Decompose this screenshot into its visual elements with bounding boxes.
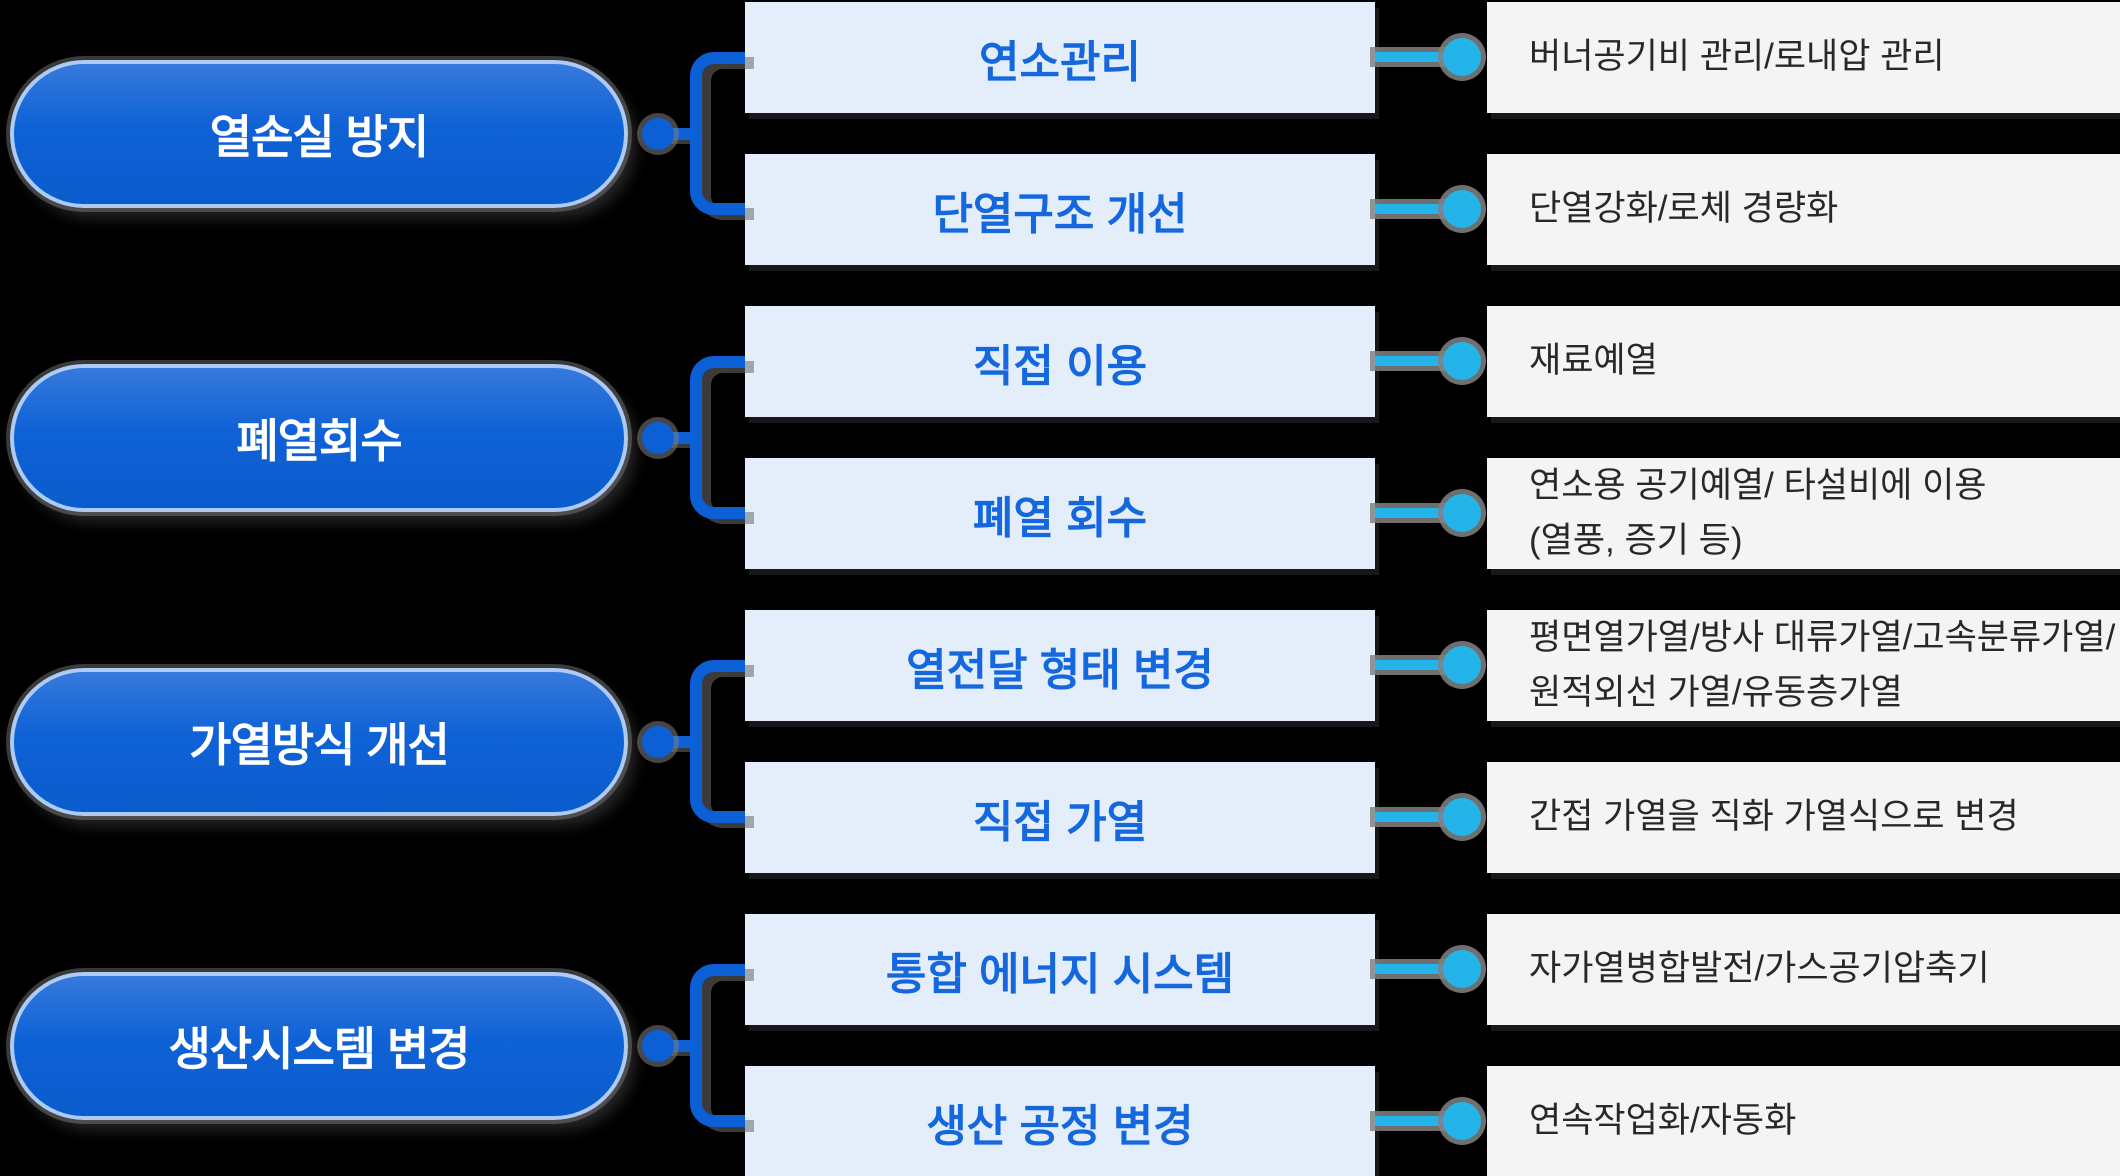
detail-label: 연속작업화/자동화 — [1487, 1094, 1796, 1148]
connector-dot — [642, 726, 674, 758]
detail-line: 연속작업화/자동화 — [1529, 1101, 1797, 1141]
method-label: 열전달 형태 변경 — [906, 645, 1214, 695]
cyan-connector-line — [1375, 204, 1461, 214]
connector-line — [670, 736, 696, 748]
cyan-connector-line — [1375, 812, 1461, 822]
detail-box: 간접 가열을 직화 가열식으로 변경 — [1487, 762, 2120, 873]
connector-line — [670, 128, 696, 140]
cyan-connector-line — [1375, 508, 1461, 518]
category-pill-heating-method-improvement: 가열방식 개선 — [10, 668, 628, 816]
connector-bracket — [690, 356, 745, 519]
detail-line: (열풍, 증기 등) — [1529, 520, 1743, 560]
method-label: 생산 공정 변경 — [926, 1101, 1194, 1151]
detail-label: 자가열병합발전/가스공기압축기 — [1487, 942, 1990, 996]
connector-bracket — [690, 964, 745, 1127]
detail-line: 재료예열 — [1529, 341, 1658, 381]
cyan-connector-endpoint — [1443, 190, 1481, 228]
connector-dot — [642, 1030, 674, 1062]
cyan-connector-endpoint — [1443, 646, 1481, 684]
cyan-connector-line — [1375, 52, 1461, 62]
method-box: 열전달 형태 변경 — [745, 610, 1375, 721]
detail-box: 단열강화/로체 경량화 — [1487, 154, 2120, 265]
detail-line: 단열강화/로체 경량화 — [1529, 189, 1839, 229]
method-box: 단열구조 개선 — [745, 154, 1375, 265]
detail-line: 간접 가열을 직화 가열식으로 변경 — [1529, 797, 2019, 837]
detail-label: 평면열가열/방사 대류가열/고속분류가열/ 원적외선 가열/유동층가열 — [1487, 611, 2115, 720]
detail-label: 연소용 공기예열/ 타설비에 이용 (열풍, 증기 등) — [1487, 459, 1987, 568]
cyan-connector-line — [1375, 1116, 1461, 1126]
method-label: 직접 가열 — [972, 797, 1148, 847]
cyan-connector — [1375, 948, 1483, 990]
detail-line: 버너공기비 관리/로내압 관리 — [1529, 37, 1945, 77]
cyan-connector-endpoint — [1443, 494, 1481, 532]
category-label: 생산시스템 변경 — [168, 1023, 470, 1075]
method-box: 생산 공정 변경 — [745, 1066, 1375, 1176]
method-box: 직접 가열 — [745, 762, 1375, 873]
detail-box: 버너공기비 관리/로내압 관리 — [1487, 2, 2120, 113]
cyan-connector-endpoint — [1443, 38, 1481, 76]
method-box: 통합 에너지 시스템 — [745, 914, 1375, 1025]
cyan-connector-line — [1375, 964, 1461, 974]
connector-bracket — [690, 52, 745, 215]
connector-bracket — [690, 660, 745, 823]
cyan-connector-endpoint — [1443, 950, 1481, 988]
method-box: 폐열 회수 — [745, 458, 1375, 569]
category-label: 열손실 방지 — [209, 111, 429, 163]
cyan-connector — [1375, 36, 1483, 78]
cyan-connector — [1375, 492, 1483, 534]
detail-label: 간접 가열을 직화 가열식으로 변경 — [1487, 790, 2019, 844]
detail-label: 재료예열 — [1487, 334, 1658, 388]
cyan-connector — [1375, 644, 1483, 686]
cyan-connector — [1375, 796, 1483, 838]
method-box: 직접 이용 — [745, 306, 1375, 417]
connector-dot — [642, 422, 674, 454]
detail-box: 평면열가열/방사 대류가열/고속분류가열/ 원적외선 가열/유동층가열 — [1487, 610, 2120, 721]
cyan-connector-line — [1375, 660, 1461, 670]
detail-label: 단열강화/로체 경량화 — [1487, 182, 1838, 236]
detail-box: 재료예열 — [1487, 306, 2120, 417]
method-label: 직접 이용 — [972, 341, 1148, 391]
method-label: 단열구조 개선 — [932, 189, 1188, 239]
method-label: 통합 에너지 시스템 — [885, 949, 1235, 999]
detail-label: 버너공기비 관리/로내압 관리 — [1487, 30, 1945, 84]
category-label: 가열방식 개선 — [189, 719, 450, 771]
cyan-connector-endpoint — [1443, 1102, 1481, 1140]
category-pill-heat-loss-prevention: 열손실 방지 — [10, 60, 628, 208]
detail-line: 평면열가열/방사 대류가열/고속분류가열/ — [1529, 618, 2116, 658]
method-label: 폐열 회수 — [972, 493, 1148, 543]
connector-dot — [642, 118, 674, 150]
detail-box: 연소용 공기예열/ 타설비에 이용 (열풍, 증기 등) — [1487, 458, 2120, 569]
cyan-connector-endpoint — [1443, 798, 1481, 836]
cyan-connector-line — [1375, 356, 1461, 366]
detail-box: 자가열병합발전/가스공기압축기 — [1487, 914, 2120, 1025]
connector-line — [670, 432, 696, 444]
detail-line: 자가열병합발전/가스공기압축기 — [1529, 949, 1990, 989]
detail-line: 연소용 공기예열/ 타설비에 이용 — [1529, 466, 1987, 506]
cyan-connector — [1375, 188, 1483, 230]
category-label: 폐열회수 — [236, 415, 402, 467]
category-pill-waste-heat-recovery: 폐열회수 — [10, 364, 628, 512]
category-pill-production-system-change: 생산시스템 변경 — [10, 972, 628, 1120]
cyan-connector — [1375, 1100, 1483, 1142]
detail-box: 연속작업화/자동화 — [1487, 1066, 2120, 1176]
cyan-connector-endpoint — [1443, 342, 1481, 380]
detail-line: 원적외선 가열/유동층가열 — [1529, 672, 1903, 712]
method-label: 연소관리 — [979, 37, 1141, 87]
connector-line — [670, 1040, 696, 1052]
method-box: 연소관리 — [745, 2, 1375, 113]
cyan-connector — [1375, 340, 1483, 382]
